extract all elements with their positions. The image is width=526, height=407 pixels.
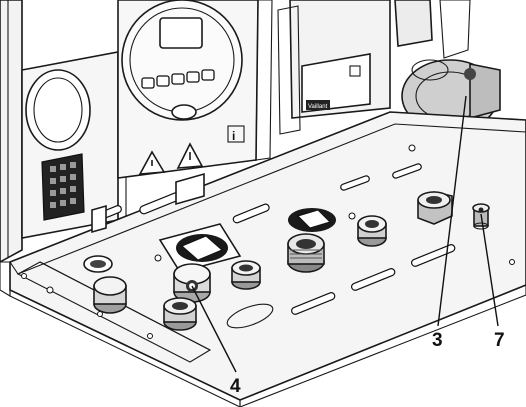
leader-line-7	[480, 213, 499, 327]
brand-badge	[306, 100, 330, 110]
info-manual-icon: i	[227, 125, 245, 143]
control-knob	[171, 104, 197, 120]
control-buttons	[141, 69, 215, 89]
callout-label-3: 3	[432, 330, 443, 351]
control-box: i	[117, 0, 273, 179]
warning-triangle-icon-2	[176, 142, 204, 169]
round-inspection-window	[25, 69, 91, 151]
plate-holes	[21, 144, 515, 339]
warning-triangle-icon	[138, 150, 166, 175]
label-plate	[301, 53, 371, 113]
leader-line-3	[437, 95, 467, 327]
pipe-fitting-far-left	[93, 276, 127, 314]
fan-cutout	[158, 223, 242, 273]
callout-label-4: 4	[230, 376, 241, 397]
pipe-fitting-hex	[417, 191, 453, 225]
svg-text:Vaillant: Vaillant	[308, 104, 328, 110]
hydraulic-section: Vaillant	[277, 0, 391, 135]
control-dial-housing	[121, 0, 243, 121]
pump-assembly	[394, 0, 501, 133]
drain-valve-component-4	[173, 263, 211, 303]
valve-component-7	[472, 203, 490, 230]
center-fan-cutout	[288, 208, 336, 232]
terminal-block	[41, 153, 85, 221]
callout-leaders	[191, 95, 499, 373]
casing-left-wall	[0, 0, 23, 263]
pipe-fitting-left-center	[231, 260, 261, 290]
display-screen	[159, 17, 203, 49]
plate-clip-left	[91, 172, 205, 234]
callout-label-7: 7	[494, 330, 505, 351]
pipe-fitting-mid-right	[357, 215, 387, 247]
threaded-fitting-center	[287, 233, 325, 273]
pipe-fitting-upper-left	[83, 255, 113, 273]
leader-line-4	[191, 285, 237, 373]
plate-cutout	[226, 303, 274, 329]
svg-text:i: i	[232, 129, 235, 143]
pipe-fitting-lower-left	[163, 297, 197, 331]
